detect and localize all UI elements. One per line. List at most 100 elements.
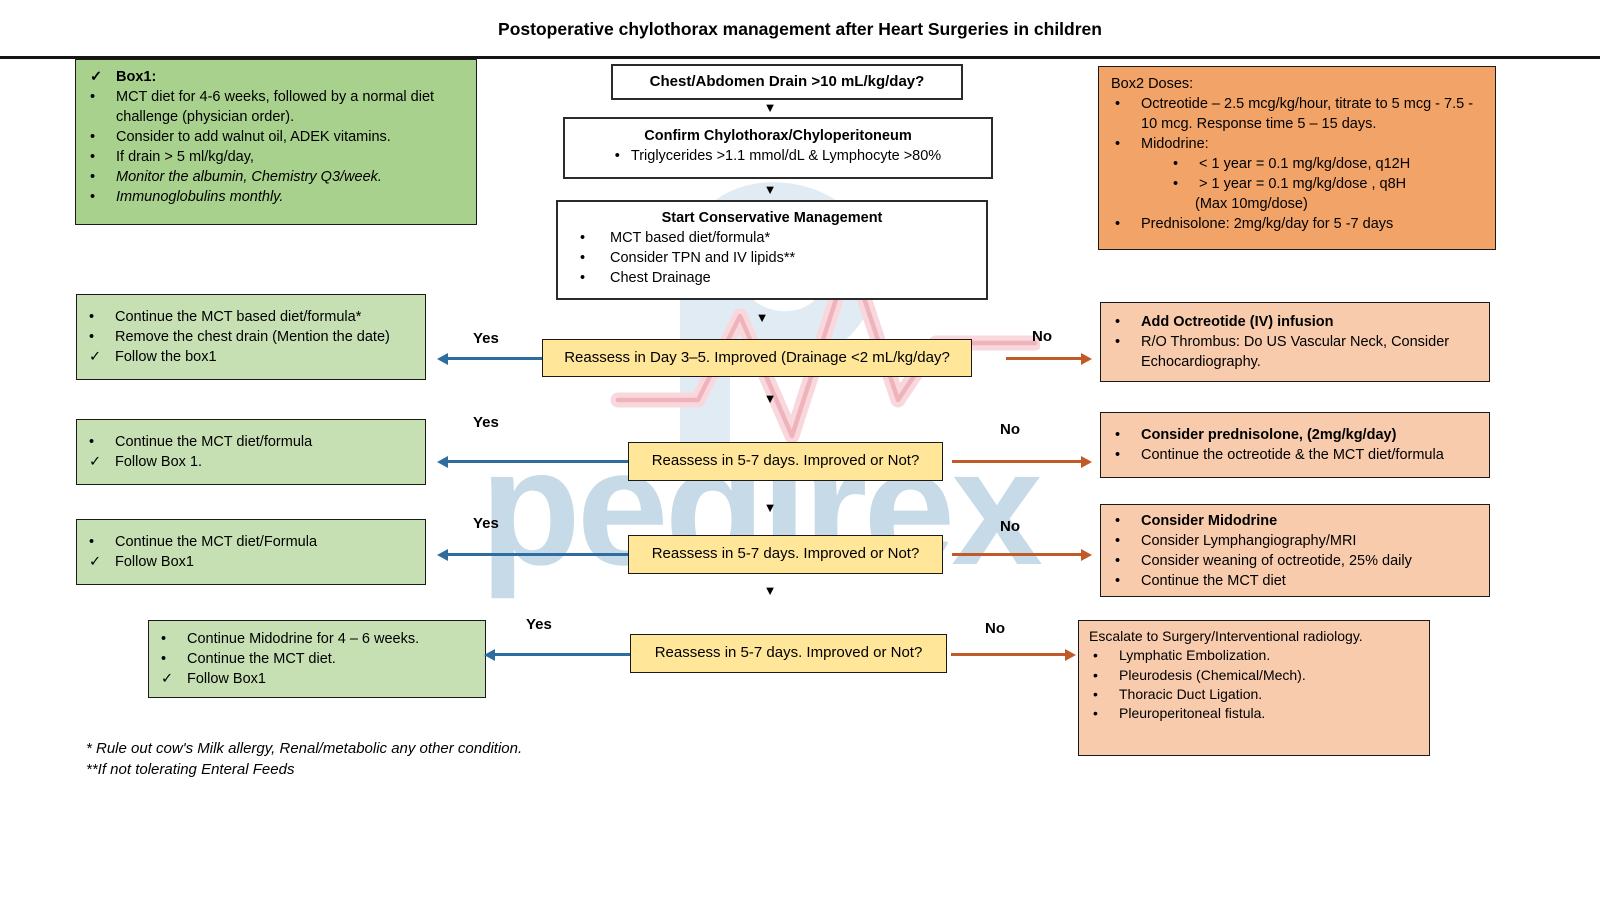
- no-label: No: [1000, 421, 1020, 438]
- bullet-icon: •: [161, 651, 167, 667]
- check-icon: ✓: [89, 454, 102, 470]
- check-icon: ✓: [161, 671, 174, 687]
- start-box-drain-question: Chest/Abdomen Drain >10 mL/kg/day?: [611, 64, 963, 100]
- list-item: • Continue the MCT diet.: [157, 649, 477, 669]
- bullet-icon: •: [1115, 314, 1121, 330]
- bullet-icon: •: [1115, 216, 1121, 232]
- outcome-box-improved-2: • Continue the MCT diet/formula ✓ Follow…: [76, 419, 426, 485]
- confirm-chylothorax-box: Confirm Chylothorax/Chyloperitoneum • Tr…: [563, 117, 993, 179]
- footnote-mct: * Rule out cow's Milk allergy, Renal/met…: [86, 740, 523, 757]
- list-item: • Chest Drainage: [572, 268, 972, 288]
- box1-diet-protocol: ✓ Box1: • MCT diet for 4-6 weeks, follow…: [75, 59, 477, 225]
- list-item: • < 1 year = 0.1 mg/kg/dose, q12H: [1111, 154, 1483, 174]
- yes-label: Yes: [526, 616, 552, 633]
- list-item: • Octreotide – 2.5 mcg/kg/hour, titrate …: [1111, 94, 1483, 134]
- bullet-icon: •: [614, 148, 620, 164]
- list-item: • MCT based diet/formula*: [572, 228, 972, 248]
- bullet-icon: •: [1115, 552, 1121, 569]
- list-item: • Consider to add walnut oil, ADEK vitam…: [86, 127, 466, 147]
- bullet-icon: •: [580, 270, 586, 286]
- bullet-icon: •: [1115, 136, 1121, 152]
- list-item: • If drain > 5 ml/kg/day,: [86, 147, 466, 167]
- list-item: ✓ Follow Box 1.: [85, 452, 417, 472]
- bullet-icon: •: [580, 230, 586, 246]
- bullet-icon: •: [1115, 447, 1121, 463]
- list-item: • Continue the MCT based diet/formula*: [85, 307, 417, 327]
- list-item: • Monitor the albumin, Chemistry Q3/week…: [86, 167, 466, 187]
- down-arrow-icon: ▼: [755, 310, 769, 325]
- no-arrow: [952, 553, 1082, 556]
- page-title: Postoperative chylothorax management aft…: [498, 19, 1102, 39]
- check-icon: ✓: [89, 349, 102, 365]
- bullet-icon: •: [1093, 647, 1098, 664]
- list-item: • Pleurodesis (Chemical/Mech).: [1089, 666, 1419, 685]
- list-item: • Consider Lymphangiography/MRI: [1111, 531, 1479, 551]
- confirm-title: Confirm Chylothorax/Chyloperitoneum: [644, 128, 912, 144]
- list-item: • Consider Midodrine: [1111, 511, 1479, 531]
- list-item: ✓ Follow Box1: [85, 552, 417, 572]
- bullet-icon: •: [1115, 427, 1121, 443]
- conservative-management-box: Start Conservative Management • MCT base…: [556, 200, 988, 300]
- check-icon: ✓: [90, 69, 103, 85]
- yes-arrow: [494, 653, 630, 656]
- check-icon: ✓: [89, 554, 102, 570]
- bullet-icon: •: [89, 329, 95, 345]
- list-item: • Prednisolone: 2mg/kg/day for 5 -7 days: [1111, 214, 1483, 234]
- list-item: • Immunoglobulins monthly.: [86, 187, 466, 207]
- no-label: No: [1032, 328, 1052, 345]
- action-box-prednisolone: • Consider prednisolone, (2mg/kg/day) • …: [1100, 412, 1490, 478]
- bullet-icon: •: [90, 89, 96, 105]
- list-item: • Consider TPN and IV lipids**: [572, 248, 972, 268]
- outcome-box-improved-4: • Continue Midodrine for 4 – 6 weeks. • …: [148, 620, 486, 698]
- reassess-box-3: Reassess in 5-7 days. Improved or Not?: [628, 535, 943, 574]
- list-item: • Thoracic Duct Ligation.: [1089, 685, 1419, 704]
- bullet-icon: •: [90, 129, 96, 145]
- list-item: • Continue the MCT diet/Formula: [85, 532, 417, 552]
- list-item: • Midodrine:: [1111, 134, 1483, 154]
- list-item: • Continue Midodrine for 4 – 6 weeks.: [157, 629, 477, 649]
- bullet-icon: •: [580, 250, 586, 266]
- bullet-icon: •: [89, 309, 95, 325]
- no-label: No: [1000, 518, 1020, 535]
- bullet-icon: •: [1115, 334, 1121, 350]
- header-divider: [0, 56, 1600, 59]
- yes-label: Yes: [473, 515, 499, 532]
- bullet-icon: •: [1115, 532, 1121, 549]
- bullet-icon: •: [1093, 705, 1098, 722]
- bullet-icon: •: [1173, 176, 1179, 192]
- bullet-icon: •: [1173, 156, 1179, 172]
- list-item: (Max 10mg/dose): [1195, 196, 1308, 212]
- yes-label: Yes: [473, 414, 499, 431]
- list-item: • Pleuroperitoneal fistula.: [1089, 704, 1419, 723]
- action-box-midodrine: • Consider Midodrine • Consider Lymphang…: [1100, 504, 1490, 597]
- down-arrow-icon: ▼: [763, 583, 777, 598]
- bullet-icon: •: [90, 189, 96, 205]
- box2-doses: Box2 Doses: • Octreotide – 2.5 mcg/kg/ho…: [1098, 66, 1496, 250]
- yes-arrow: [447, 357, 542, 360]
- down-arrow-icon: ▼: [763, 100, 777, 115]
- no-arrow: [951, 653, 1066, 656]
- yes-label: Yes: [473, 330, 499, 347]
- bullet-icon: •: [89, 534, 95, 550]
- reassess-box-1: Reassess in Day 3–5. Improved (Drainage …: [542, 339, 972, 377]
- footnote-tpn: **If not tolerating Enteral Feeds: [86, 761, 295, 778]
- conservative-title: Start Conservative Management: [661, 210, 883, 226]
- list-item: ✓ Box1:: [86, 67, 466, 87]
- yes-arrow: [447, 460, 628, 463]
- yes-arrow: [447, 553, 628, 556]
- escalate-surgery-box: Escalate to Surgery/Interventional radio…: [1078, 620, 1430, 756]
- list-item: • R/O Thrombus: Do US Vascular Neck, Con…: [1111, 332, 1479, 372]
- bullet-icon: •: [1093, 685, 1098, 702]
- bullet-icon: •: [1115, 96, 1121, 112]
- no-arrow: [952, 460, 1082, 463]
- list-item: • > 1 year = 0.1 mg/kg/dose , q8H: [1111, 174, 1483, 194]
- bullet-icon: •: [161, 631, 167, 647]
- bullet-icon: •: [1093, 666, 1098, 683]
- list-item: • Consider weaning of octreotide, 25% da…: [1111, 551, 1479, 571]
- bullet-icon: •: [89, 434, 95, 450]
- list-item: ✓ Follow the box1: [85, 347, 417, 367]
- list-item: • Continue the MCT diet: [1111, 571, 1479, 591]
- list-item: • Continue the octreotide & the MCT diet…: [1111, 445, 1479, 465]
- bullet-icon: •: [90, 149, 96, 165]
